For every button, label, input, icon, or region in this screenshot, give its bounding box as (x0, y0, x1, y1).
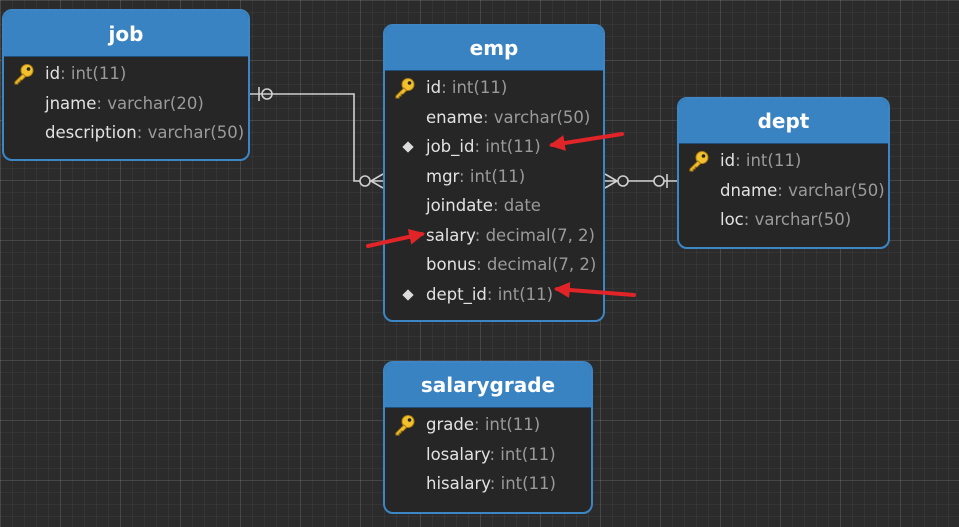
dept-table-fields: id: int(11)dname: varchar(50)loc: varcha… (679, 144, 888, 235)
field-separator: : (136, 123, 148, 142)
emp-dept-crowfoot-top (604, 173, 618, 182)
job-field-jname[interactable]: jname: varchar(20) (4, 89, 248, 119)
field-separator: : (486, 284, 498, 304)
emp-table-fields: id: int(11)ename: varchar(50)job_id: int… (385, 71, 603, 309)
field-separator: : (474, 225, 486, 245)
field-separator: : (492, 196, 504, 215)
field-type: int(11) (469, 166, 526, 186)
primary-key-icon (393, 413, 417, 437)
field-separator: : (474, 137, 486, 156)
field-type: decimal(7, 2) (485, 225, 595, 245)
job-field-id[interactable]: id: int(11) (4, 59, 248, 89)
field-name: jname (45, 93, 97, 113)
field-separator: : (482, 107, 494, 127)
field-type: int(11) (484, 415, 541, 434)
field-separator: : (474, 415, 485, 434)
field-type: int(11) (745, 151, 802, 170)
emp-field-job-id[interactable]: job_id: int(11) (385, 132, 603, 162)
field-name: description (45, 123, 137, 142)
field-name: grade (426, 415, 474, 434)
emp-field-bonus[interactable]: bonus: decimal(7, 2) (385, 250, 603, 280)
field-type: int(11) (497, 284, 554, 304)
field-name: ename (426, 107, 483, 127)
job-table-fields: id: int(11)jname: varchar(20)description… (4, 57, 248, 148)
field-type: varchar(50) (754, 210, 852, 229)
emp-field-mgr[interactable]: mgr: int(11) (385, 162, 603, 192)
emp-dept-crowfoot-bottom (604, 180, 618, 189)
field-name: loc (720, 210, 744, 229)
field-name: id (720, 151, 736, 170)
field-name: mgr (426, 166, 460, 186)
job-field-description[interactable]: description: varchar(50) (4, 118, 248, 148)
job-emp-connector-line[interactable] (250, 93, 383, 182)
job-table[interactable]: job id: int(11)jname: varchar(20)descrip… (2, 9, 250, 161)
field-name: dept_id (426, 284, 487, 304)
job-table-header[interactable]: job (4, 11, 248, 57)
field-separator: : (743, 210, 755, 229)
field-type: int(11) (451, 78, 508, 97)
field-type: date (503, 196, 541, 215)
emp-job-crowfoot-bottom (370, 180, 384, 189)
field-name: salary (426, 225, 475, 245)
field-name: id (426, 78, 442, 97)
field-separator: : (489, 444, 501, 464)
field-type: int(11) (70, 64, 127, 83)
emp-field-id[interactable]: id: int(11) (385, 73, 603, 103)
field-type: int(11) (485, 137, 541, 156)
emp-field-joindate[interactable]: joindate: date (385, 191, 603, 221)
dept-field-id[interactable]: id: int(11) (679, 146, 888, 176)
salarygrade-table-fields: grade: int(11)losalary: int(11)hisalary:… (385, 408, 591, 499)
salarygrade-table-header[interactable]: salarygrade (385, 363, 591, 408)
field-name: id (45, 64, 61, 83)
field-separator: : (777, 180, 789, 200)
field-type: int(11) (500, 474, 556, 493)
foreign-key-diamond-icon (402, 141, 414, 153)
salarygrade-field-hisalary[interactable]: hisalary: int(11) (385, 469, 591, 499)
field-separator: : (96, 93, 108, 113)
dept-table[interactable]: dept id: int(11)dname: varchar(50)loc: v… (677, 97, 890, 249)
field-name: dname (720, 180, 778, 200)
field-separator: : (489, 474, 501, 493)
dept-field-dname[interactable]: dname: varchar(50) (679, 176, 888, 206)
field-separator: : (476, 255, 487, 274)
field-type: varchar(50) (147, 123, 245, 142)
salarygrade-field-grade[interactable]: grade: int(11) (385, 410, 591, 440)
primary-key-icon (12, 62, 36, 86)
field-name: bonus (426, 255, 477, 274)
emp-field-ename[interactable]: ename: varchar(50) (385, 103, 603, 133)
field-type: varchar(50) (493, 107, 591, 127)
field-separator: : (735, 151, 746, 170)
emp-job-crowfoot-top (370, 173, 384, 182)
field-type: int(11) (500, 444, 556, 464)
dept-field-loc[interactable]: loc: varchar(50) (679, 205, 888, 235)
field-type: decimal(7, 2) (486, 255, 597, 274)
emp-table[interactable]: emp id: int(11)ename: varchar(50)job_id:… (383, 24, 605, 322)
emp-job-end-circle (359, 175, 371, 187)
dept-table-header[interactable]: dept (679, 99, 888, 144)
salarygrade-field-losalary[interactable]: losalary: int(11) (385, 440, 591, 470)
field-name: job_id (426, 137, 475, 156)
emp-field-salary[interactable]: salary: decimal(7, 2) (385, 221, 603, 251)
dept-end-circle (653, 175, 665, 187)
foreign-key-diamond-icon (402, 288, 414, 301)
job-end-circle (261, 88, 273, 100)
field-separator: : (60, 64, 71, 83)
emp-field-dept-id[interactable]: dept_id: int(11) (385, 280, 603, 310)
field-type: varchar(50) (788, 180, 885, 200)
primary-key-icon (393, 76, 417, 100)
primary-key-icon (687, 149, 711, 173)
emp-table-header[interactable]: emp (385, 26, 603, 71)
emp-dept-end-circle (617, 175, 629, 187)
salarygrade-table[interactable]: salarygrade grade: int(11)losalary: int(… (383, 361, 593, 514)
field-name: joindate (426, 196, 493, 215)
field-type: varchar(20) (107, 93, 204, 113)
field-separator: : (459, 166, 470, 186)
field-separator: : (441, 78, 452, 97)
field-name: hisalary (426, 474, 490, 493)
field-name: losalary (426, 444, 490, 464)
